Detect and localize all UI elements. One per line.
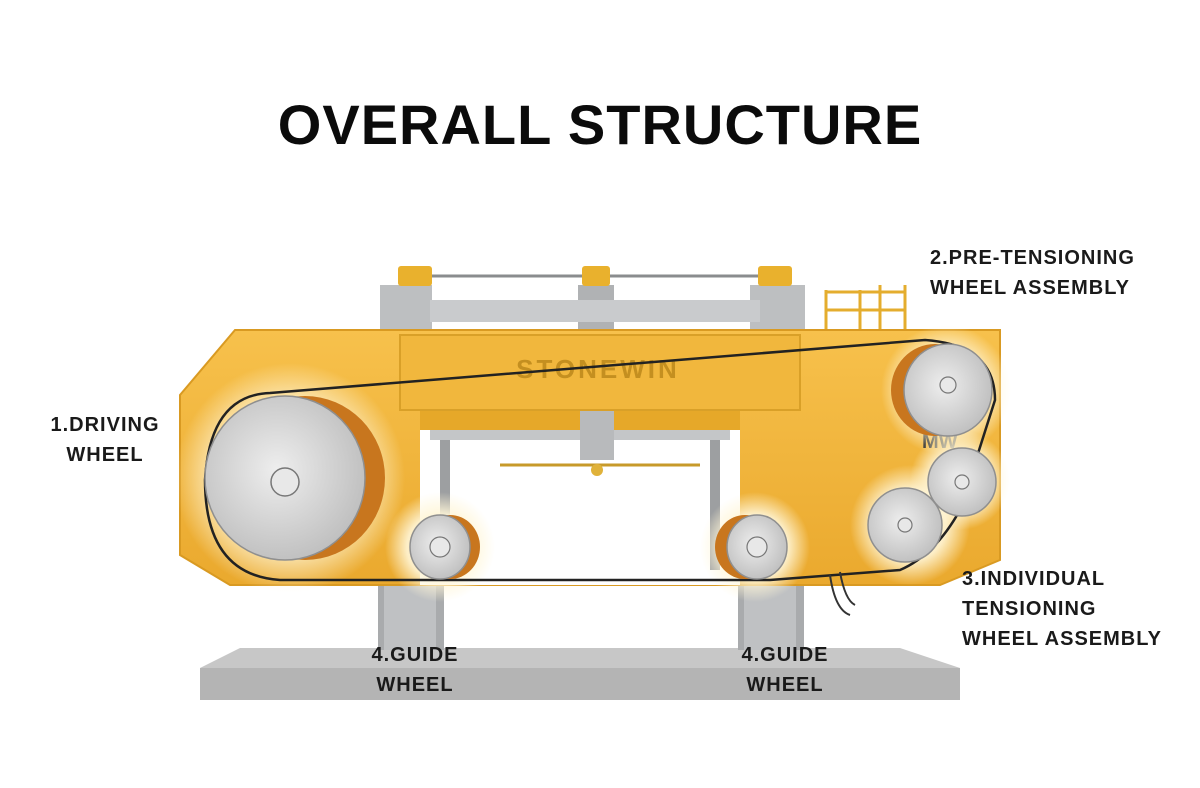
label-line: WHEEL ASSEMBLY: [930, 277, 1130, 299]
label-individual-tensioning-wheel-assembly: 3.INDIVIDUAL TENSIONING WHEEL ASSEMBLY: [962, 564, 1162, 654]
label-line: TENSIONING: [962, 598, 1097, 620]
label-line: 2.PRE-TENSIONING: [930, 247, 1135, 269]
top-actuator-right: [758, 266, 792, 286]
label-line: WHEEL: [376, 674, 454, 696]
label-line: 3.INDIVIDUAL: [962, 568, 1106, 590]
pre-tensioning-wheel: [891, 343, 993, 437]
center-panel: [399, 334, 801, 411]
label-pre-tensioning-wheel-assembly: 2.PRE-TENSIONING WHEEL ASSEMBLY: [930, 243, 1135, 303]
brand-text: STONEWIN: [516, 354, 680, 384]
individual-tensioning-wheel-1: [927, 447, 997, 517]
label-driving-wheel: 1.DRIVING WHEEL: [30, 410, 180, 470]
label-line: WHEEL: [746, 674, 824, 696]
label-line: 1.DRIVING: [50, 414, 160, 436]
page-title: OVERALL STRUCTURE: [277, 93, 923, 156]
label-guide-wheel-left: 4.GUIDE WHEEL: [360, 640, 470, 700]
top-actuator-left: [398, 266, 432, 286]
individual-tensioning-wheel-2: [867, 487, 943, 563]
driving-wheel: [204, 395, 385, 561]
label-line: 4.GUIDE: [741, 644, 829, 666]
label-line: 4.GUIDE: [371, 644, 459, 666]
guide-wheel-left: [409, 514, 480, 580]
label-guide-wheel-right: 4.GUIDE WHEEL: [730, 640, 840, 700]
ladder-railing: [824, 285, 907, 330]
label-line: WHEEL ASSEMBLY: [962, 628, 1162, 650]
guide-wheel-right: [715, 514, 788, 580]
label-line: WHEEL: [66, 444, 144, 466]
